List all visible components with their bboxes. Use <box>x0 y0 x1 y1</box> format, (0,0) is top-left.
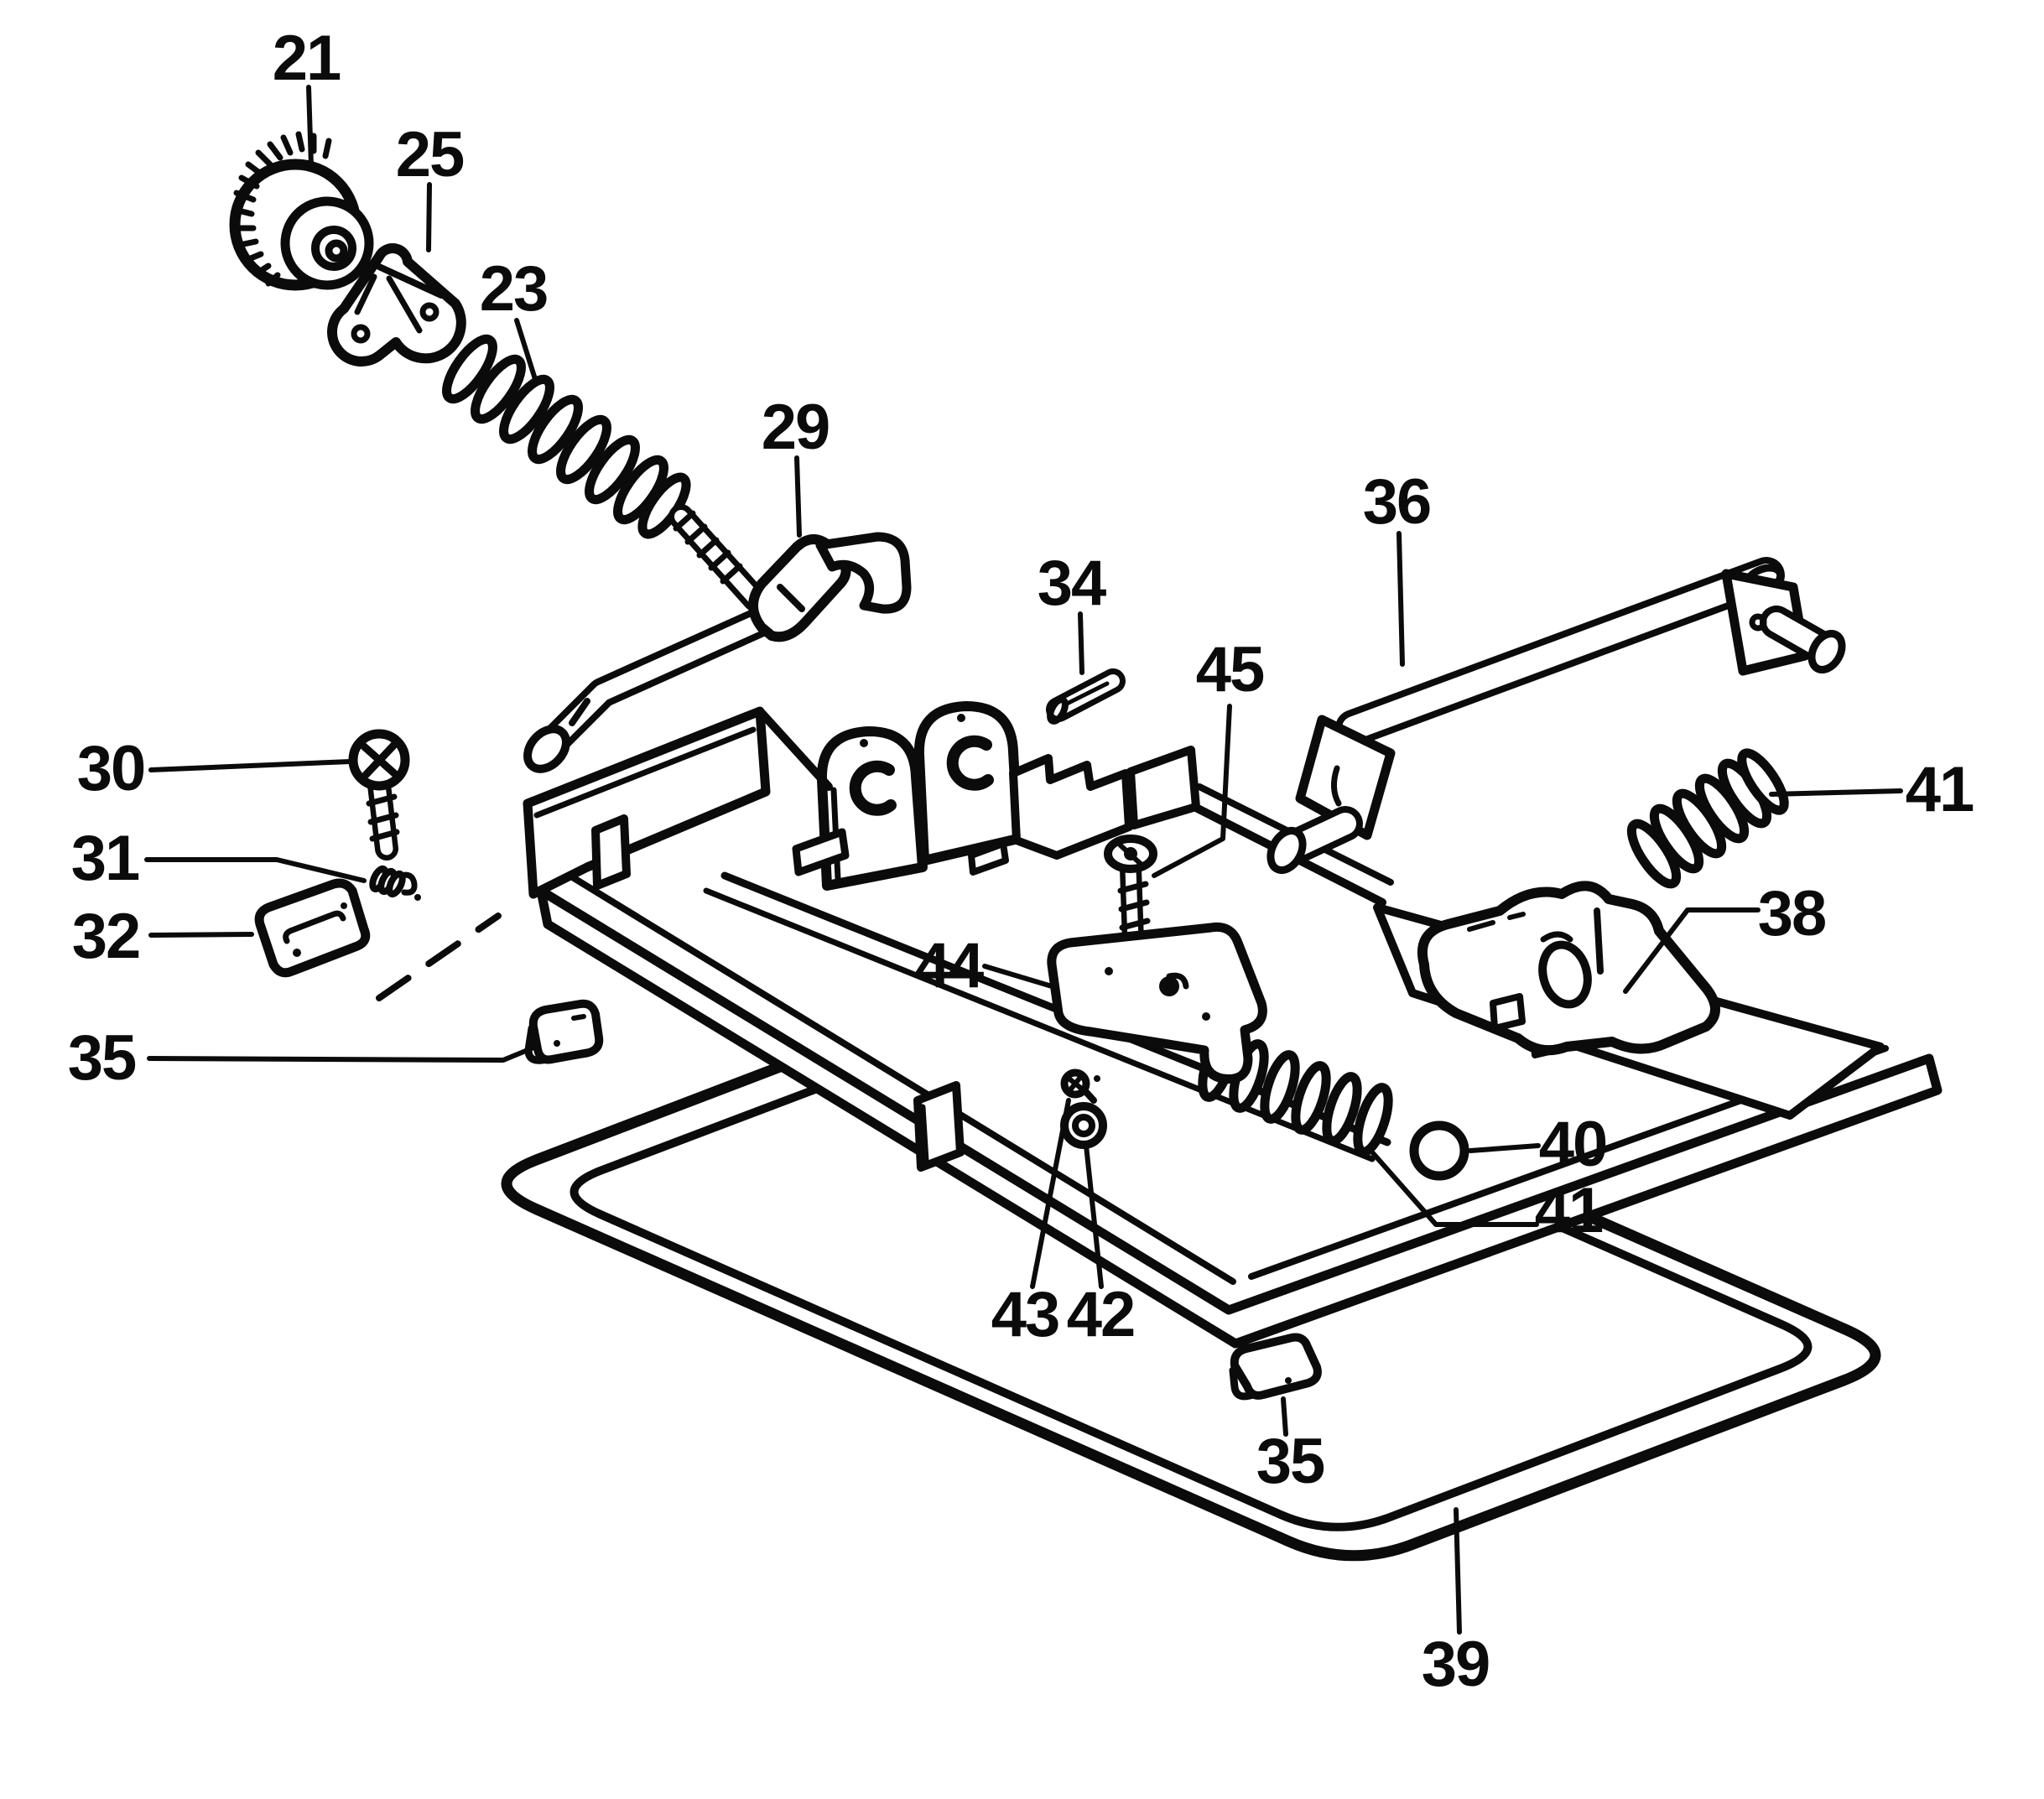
part-41-spring-right <box>1626 748 1789 889</box>
thread-ticks <box>673 510 743 585</box>
leader-35-left <box>147 1046 534 1063</box>
part-35-pad-bottom <box>1229 1333 1322 1401</box>
callout-40: 40 <box>1539 1109 1607 1180</box>
knurl-texture <box>231 131 332 287</box>
part-44-cam-block <box>1047 922 1267 1084</box>
tray-left-wall <box>523 706 771 899</box>
part-23-spring <box>442 334 691 539</box>
callout-35-bottom: 35 <box>1256 1426 1324 1497</box>
assembly-dash-line <box>376 912 502 1001</box>
callout-41-right: 41 <box>1906 754 1974 825</box>
callout-44: 44 <box>915 930 984 1001</box>
tray-hinge-lug-left <box>816 726 928 891</box>
leader-29 <box>794 455 802 538</box>
part-31-clip <box>369 865 421 901</box>
leader-35-bottom <box>1281 1396 1288 1437</box>
part-40-ball <box>1409 1120 1469 1181</box>
callout-39: 39 <box>1422 1629 1490 1700</box>
tray-side-face <box>536 886 1943 1349</box>
leader-39 <box>1454 1507 1462 1635</box>
callout-numbers: 21 25 23 29 34 36 41 38 30 31 32 35 44 4… <box>68 23 1975 1700</box>
part-36-handle <box>1266 557 1846 874</box>
leader-41-inner <box>1370 1151 1539 1227</box>
part-29-crank-rod <box>523 504 912 773</box>
part-35-pad-left <box>524 999 604 1064</box>
part-38-latch-lever <box>1417 881 1720 1056</box>
leader-42 <box>1084 1143 1104 1289</box>
leader-45 <box>1152 704 1232 878</box>
handle-bracket-left <box>1295 715 1396 840</box>
leader-lines <box>144 85 1903 1635</box>
leader-41-right <box>1769 788 1903 797</box>
leader-43 <box>1030 1098 1071 1289</box>
tray-hinge-lug-right <box>913 701 1023 866</box>
leader-32 <box>148 932 254 938</box>
callout-25: 25 <box>396 119 464 190</box>
part-30-screw <box>348 729 410 861</box>
callout-42: 42 <box>1067 1279 1135 1350</box>
leader-36 <box>1396 531 1405 667</box>
callout-30: 30 <box>77 733 145 804</box>
tray-step-boss2 <box>1126 746 1200 829</box>
leader-38 <box>1623 907 1761 994</box>
callout-36: 36 <box>1363 466 1431 538</box>
leader-21 <box>306 85 314 169</box>
leader-40 <box>1468 1143 1541 1153</box>
callout-21: 21 <box>273 23 341 94</box>
leader-23 <box>514 318 538 382</box>
callout-35-left: 35 <box>68 1022 136 1094</box>
part-32-plate <box>254 878 371 978</box>
callout-23: 23 <box>480 253 548 325</box>
callout-31: 31 <box>71 823 139 894</box>
part-21-knob <box>229 131 374 291</box>
tray-floor-slot <box>792 828 850 876</box>
callout-34: 34 <box>1038 548 1106 619</box>
tray-floor-slot2 <box>968 840 1009 876</box>
callout-38: 38 <box>1758 878 1826 949</box>
tray-step-boss <box>1009 754 1133 860</box>
callout-32: 32 <box>72 901 140 972</box>
leader-31 <box>144 857 367 883</box>
callout-41-inner: 41 <box>1535 1175 1603 1246</box>
leader-44 <box>982 964 1054 989</box>
callout-43: 43 <box>991 1279 1059 1350</box>
part-42-washer <box>1060 1102 1107 1149</box>
callout-29: 29 <box>762 392 830 463</box>
rod-hook <box>815 532 912 614</box>
tray-rim-tab <box>913 1081 965 1172</box>
part-25-bracket <box>327 243 466 367</box>
part-43-small-screw <box>1060 1068 1100 1104</box>
tray-wall-notch-tab <box>591 814 631 890</box>
callout-45: 45 <box>1196 634 1264 705</box>
leader-34 <box>1078 611 1084 675</box>
part-34-pin <box>1046 668 1126 725</box>
leader-30 <box>148 759 353 772</box>
